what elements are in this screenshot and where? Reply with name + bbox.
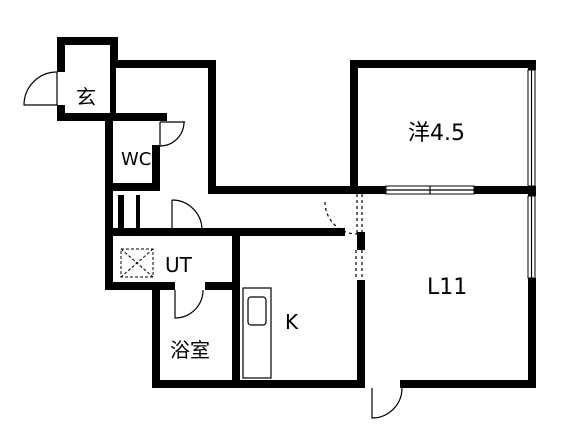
wall-right-upper — [528, 60, 536, 70]
wall-right-mid — [528, 186, 536, 196]
label-toilet: WC — [121, 149, 151, 170]
wall-bath-left — [152, 282, 160, 388]
label-entrance: 玄 — [76, 85, 96, 109]
wall-ut-bottom-right — [205, 282, 240, 290]
label-living: L11 — [427, 275, 467, 300]
wall-entrance-top — [57, 37, 118, 45]
wall-living-bottom-right — [400, 380, 536, 388]
wall-ut-kitchen — [232, 228, 240, 388]
washing-machine-icon — [120, 248, 154, 278]
wall-entrance-right-upper — [110, 37, 118, 67]
wall-corridor-bottom — [208, 186, 358, 194]
fixtures — [120, 248, 272, 379]
windows — [385, 69, 536, 279]
wall-western-left — [350, 60, 358, 194]
wall-closet-bottom — [105, 228, 345, 236]
wall-top-corridor — [110, 60, 216, 68]
door-bath-swing — [174, 289, 204, 319]
wall-corridor-vertical — [208, 60, 216, 194]
door-closet-swing — [171, 199, 203, 231]
label-kitchen: K — [285, 310, 299, 334]
wall-closet-divider — [118, 195, 124, 230]
wall-left-outer — [105, 113, 113, 289]
door-living-dashed — [324, 201, 358, 235]
walls — [57, 37, 536, 388]
door-entrance-swing — [23, 71, 58, 106]
wall-wc-right — [152, 145, 160, 191]
doors — [23, 71, 403, 419]
wall-ut-bottom — [105, 282, 175, 290]
wall-right-lower — [528, 278, 536, 388]
wall-western-top — [350, 60, 536, 68]
label-utility: UT — [165, 253, 193, 277]
wall-wc-bottom — [105, 183, 160, 191]
wall-closet-divider2 — [136, 195, 140, 230]
label-western-room: 洋4.5 — [408, 121, 465, 146]
kitchen-sink-icon — [247, 296, 267, 326]
wall-western-bottom-right — [474, 186, 529, 194]
room-labels: 玄 WC UT 浴室 K 洋4.5 L11 — [76, 85, 467, 362]
door-wc-swing — [159, 121, 185, 147]
door-living-bottom-swing — [371, 387, 403, 419]
wall-entrance-left — [57, 37, 65, 72]
wall-living-left-upper — [357, 232, 365, 250]
label-bath: 浴室 — [170, 338, 210, 362]
wall-living-left-lower — [357, 280, 365, 388]
wall-genkan-divider — [110, 60, 116, 120]
wall-bottom — [152, 380, 365, 388]
wall-western-bottom-left — [350, 186, 386, 194]
